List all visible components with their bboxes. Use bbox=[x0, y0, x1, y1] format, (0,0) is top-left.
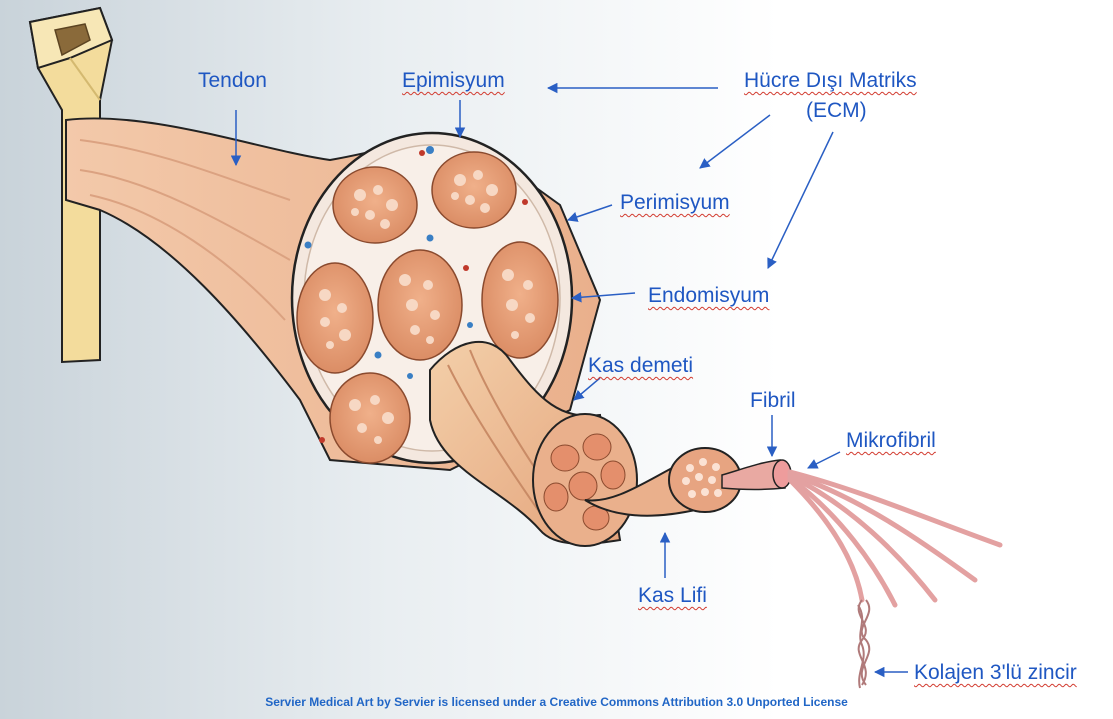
microfibrils bbox=[790, 472, 1000, 605]
image-credit: Servier Medical Art by Servier is licens… bbox=[0, 695, 1113, 709]
label-epimisyum: Epimisyum bbox=[402, 70, 505, 91]
label-kolajen: Kolajen 3'lü zincir bbox=[914, 662, 1077, 683]
label-kas-demeti: Kas demeti bbox=[588, 355, 693, 376]
collagen-triple-helix bbox=[858, 600, 869, 688]
label-perimisyum: Perimisyum bbox=[620, 192, 730, 213]
label-ecm-line2: (ECM) bbox=[806, 100, 867, 121]
label-tendon: Tendon bbox=[198, 70, 267, 91]
label-ecm-line1: Hücre Dışı Matriks bbox=[744, 70, 917, 91]
label-mikrofibril: Mikrofibril bbox=[846, 430, 936, 451]
label-endomisyum: Endomisyum bbox=[648, 285, 769, 306]
label-fibril: Fibril bbox=[750, 390, 796, 411]
label-kas-lifi: Kas Lifi bbox=[638, 585, 707, 606]
